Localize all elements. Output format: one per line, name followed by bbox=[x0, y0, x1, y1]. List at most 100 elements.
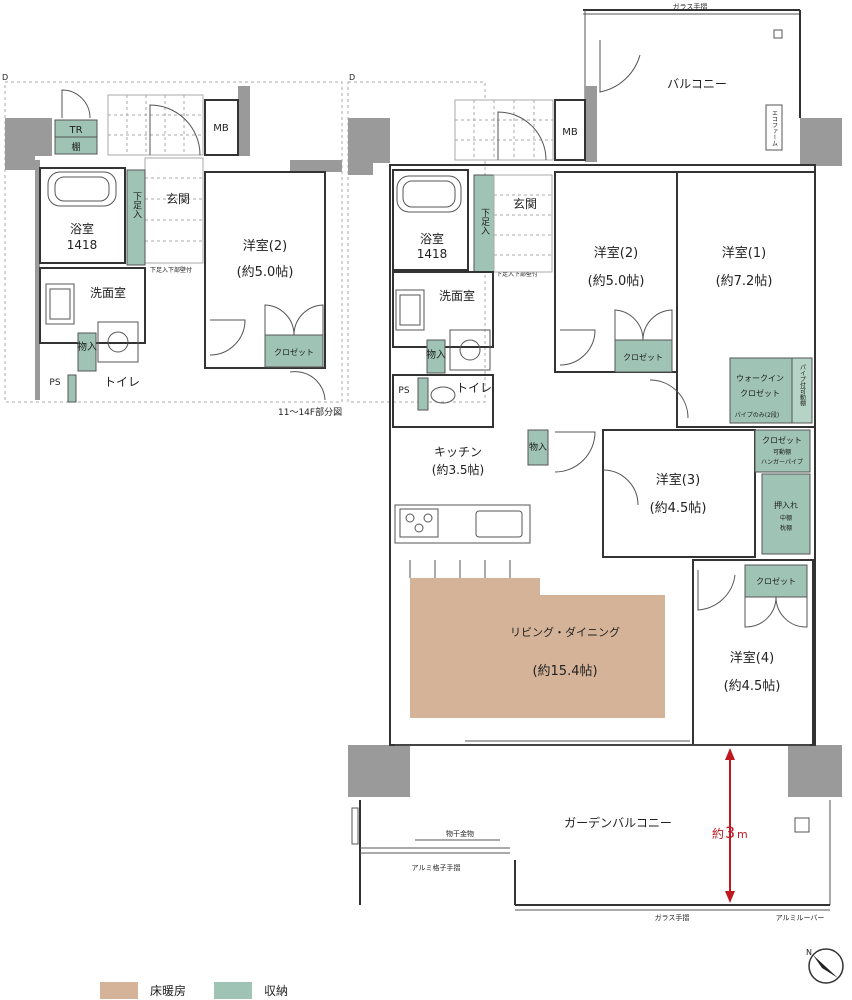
stove bbox=[399, 508, 439, 538]
wic-label: ウォークイン bbox=[736, 374, 784, 383]
burner bbox=[405, 513, 415, 523]
mono-label: 物干金物 bbox=[446, 829, 474, 838]
kitchen-counter bbox=[394, 504, 531, 544]
left-tr-label: TR bbox=[68, 125, 82, 136]
genkan-label: 玄関 bbox=[513, 196, 537, 211]
bathtub bbox=[396, 175, 462, 213]
room3-size: (約4.5帖) bbox=[650, 501, 707, 516]
kitchen-sink bbox=[475, 510, 523, 538]
legend-storage-swatch bbox=[214, 982, 252, 999]
left-genkan-label: 玄関 bbox=[166, 191, 190, 206]
left-closet-label: クロゼット bbox=[274, 347, 314, 357]
genkan-floor bbox=[493, 174, 553, 273]
ecofarm-box bbox=[765, 104, 783, 151]
wall-sw bbox=[348, 745, 410, 797]
left-washer bbox=[45, 283, 75, 325]
left-room2-label: 洋室(2) bbox=[243, 238, 287, 254]
kitchen-storage-door bbox=[554, 431, 596, 473]
room4-closet-door bbox=[775, 596, 808, 628]
hall-storage-label: 物入 bbox=[426, 348, 446, 361]
top-balcony-door bbox=[599, 40, 641, 93]
room2-closet-door bbox=[614, 309, 644, 341]
bathtub-inner bbox=[402, 180, 456, 208]
left-mb-label: MB bbox=[213, 123, 229, 134]
balcony-fixture bbox=[773, 29, 783, 39]
room1-label: 洋室(1) bbox=[722, 245, 766, 261]
oshiire-label: 押入れ bbox=[774, 500, 798, 510]
sink-basin bbox=[459, 339, 481, 361]
louver-label: アルミルーバー bbox=[776, 914, 825, 922]
ps-label: PS bbox=[398, 386, 409, 396]
room1-size: (約7.2帖) bbox=[716, 274, 773, 289]
left-closet-door bbox=[293, 304, 324, 336]
entry-tiles bbox=[454, 99, 554, 161]
left-storage bbox=[77, 332, 97, 372]
kitchen-label: キッチン bbox=[434, 445, 482, 459]
left-mb-box bbox=[204, 99, 239, 156]
room2-closet-label: クロゼット bbox=[623, 352, 663, 362]
wall-nw bbox=[348, 118, 390, 163]
dimension-arrow-top bbox=[725, 748, 735, 760]
room4-door bbox=[697, 570, 736, 611]
legend-storage-label: 収納 bbox=[264, 984, 288, 998]
left-washroom bbox=[39, 267, 146, 344]
main-plan: D ガラス手摺 バルコニー エコファーム MB bbox=[347, 2, 844, 984]
room2-label: 洋室(2) bbox=[594, 245, 638, 261]
washroom-label: 洗面室 bbox=[439, 288, 475, 303]
right-marker-d: D bbox=[349, 73, 355, 82]
left-bath-label: 浴室 bbox=[70, 221, 94, 236]
room3 bbox=[602, 429, 756, 558]
left-room2-size: (約5.0帖) bbox=[237, 265, 294, 280]
garden-fixture bbox=[794, 817, 810, 833]
toilet-label: トイレ bbox=[456, 381, 492, 395]
kitchen-size: (約3.5帖) bbox=[432, 462, 484, 477]
top-balcony-label: バルコニー bbox=[667, 77, 727, 91]
left-entry-tiles bbox=[107, 94, 204, 156]
room3-hanger-label: ハンガーパイプ bbox=[761, 458, 803, 466]
wic-pipe-note: パイプのみ(2段) bbox=[735, 411, 780, 419]
dimension-unit: m bbox=[737, 828, 748, 841]
toilet-storage bbox=[417, 377, 429, 411]
left-sink bbox=[97, 321, 139, 363]
hall-storage bbox=[426, 339, 446, 374]
room4-closet-label: クロゼット bbox=[756, 576, 796, 586]
left-storage-label: 物入 bbox=[77, 340, 97, 353]
room1 bbox=[676, 171, 816, 428]
bottom-glass-rail-label: ガラス手摺 bbox=[655, 913, 690, 922]
left-washroom-label: 洗面室 bbox=[90, 285, 126, 300]
left-partial-plan: D TR 棚 MB 玄関 下足入 下足入下部壁付 bbox=[2, 73, 343, 418]
left-room2-door bbox=[209, 319, 246, 356]
left-toilet-label: トイレ bbox=[104, 375, 140, 389]
left-ps-label: PS bbox=[49, 378, 60, 388]
left-wall-west bbox=[35, 160, 40, 400]
geta-label: 下足入 bbox=[479, 208, 490, 235]
washer-inner bbox=[399, 294, 421, 326]
left-geta-note: 下足入下部壁付 bbox=[150, 266, 192, 274]
left-tr-door bbox=[61, 89, 91, 119]
bath-label: 浴室 bbox=[420, 231, 444, 246]
toilet-fixture bbox=[430, 386, 456, 404]
left-wall-mb bbox=[238, 86, 250, 156]
legend: 床暖房 収納 bbox=[100, 982, 288, 999]
room2-closet bbox=[614, 339, 673, 373]
ecofarm-label: エコファーム bbox=[771, 110, 778, 146]
bath-size: 1418 bbox=[417, 247, 448, 261]
wall-se bbox=[788, 745, 842, 797]
room2-door bbox=[559, 329, 596, 366]
dimension-value: 3 bbox=[725, 823, 735, 842]
room4-closet-door bbox=[744, 596, 777, 628]
room3-door bbox=[602, 469, 639, 506]
wic-label2: クロゼット bbox=[740, 388, 780, 398]
room3-closet bbox=[754, 429, 811, 473]
compass-icon: N bbox=[806, 948, 844, 984]
left-room2 bbox=[204, 171, 326, 369]
wic-door bbox=[649, 379, 689, 419]
bath-room bbox=[392, 169, 469, 271]
burner bbox=[414, 523, 424, 533]
wall-mb bbox=[585, 86, 597, 162]
room3-closet-label: クロゼット bbox=[762, 435, 802, 445]
nakadana-label: 中棚 bbox=[780, 514, 792, 522]
left-marker-d: D bbox=[2, 73, 8, 82]
entry-door bbox=[497, 111, 547, 161]
